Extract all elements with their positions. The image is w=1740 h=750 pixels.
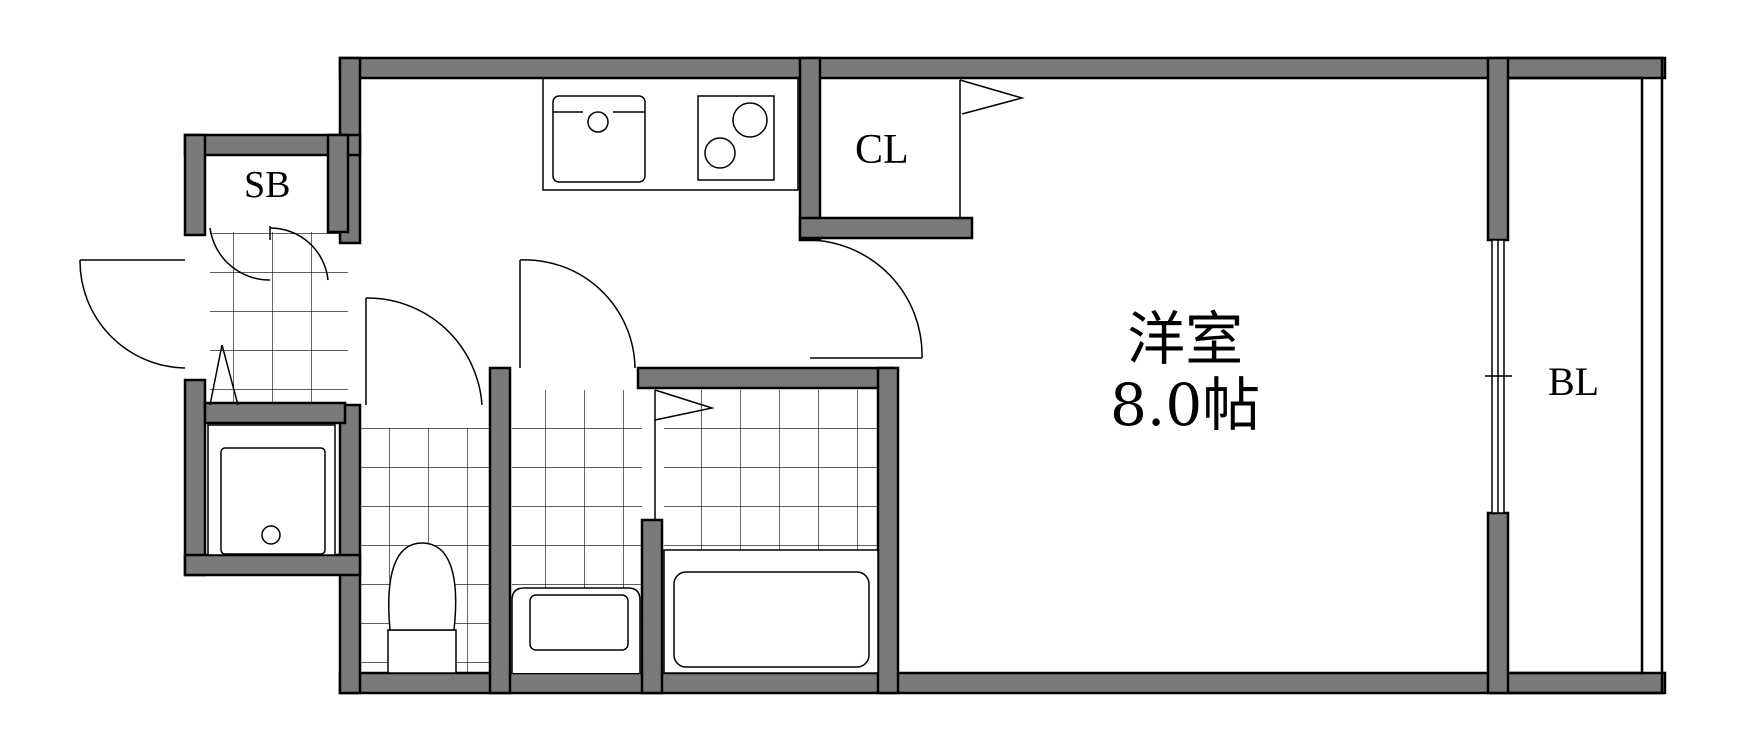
- wall-entrance-bottom: [183, 553, 362, 577]
- balcony-label: BL: [1548, 359, 1600, 404]
- wall-sb-right-stub: [326, 133, 350, 234]
- room-size: 8.0帖: [1110, 371, 1261, 439]
- bathtub: [663, 549, 879, 674]
- room-name: 洋室: [1127, 305, 1244, 373]
- wall-top: [338, 56, 1667, 80]
- washroom-door: [519, 259, 636, 369]
- entrance-tiles: [210, 232, 348, 402]
- wall-bath-right: [876, 366, 900, 695]
- wall-toilet-right: [488, 366, 512, 695]
- toilet-bowl: [387, 542, 457, 674]
- kitchen-counter: [542, 77, 799, 191]
- doors: [79, 79, 1025, 520]
- washbasin: [511, 587, 641, 673]
- wall-window-upper: [1486, 56, 1510, 242]
- closet-label: CL: [855, 127, 909, 173]
- wall-closet-bottom: [798, 216, 974, 240]
- wall-bath-top: [636, 366, 895, 390]
- burner-2: [704, 137, 736, 169]
- sink-drain: [587, 111, 609, 133]
- sb-doors: [209, 227, 329, 281]
- entrance-door: [79, 259, 186, 369]
- toilet-door: [365, 297, 483, 406]
- closet-door: [959, 79, 1025, 218]
- bath-tiles: [664, 390, 878, 550]
- burner-1: [732, 102, 768, 138]
- western-room-label: 洋室 8.0帖: [1110, 310, 1260, 434]
- room-door: [807, 239, 923, 359]
- wall-closet-left: [798, 56, 822, 242]
- wall-washroom-right: [640, 518, 664, 695]
- wall-left-lower: [338, 403, 362, 695]
- sink: [552, 95, 646, 183]
- wall-window-lower: [1486, 511, 1510, 695]
- wall-bottom: [338, 671, 1667, 695]
- walls: [183, 56, 1667, 695]
- shoe-box-label: SB: [244, 164, 291, 206]
- unit-bath: [207, 424, 336, 556]
- kitchen: [542, 77, 799, 191]
- wall-unitbath-top: [203, 401, 347, 425]
- balcony: [1508, 56, 1664, 695]
- bath-door: [654, 389, 715, 520]
- wall-sb-left: [183, 133, 207, 237]
- stove: [697, 95, 775, 181]
- wall-entrance-left: [183, 378, 207, 577]
- window: [1485, 239, 1512, 514]
